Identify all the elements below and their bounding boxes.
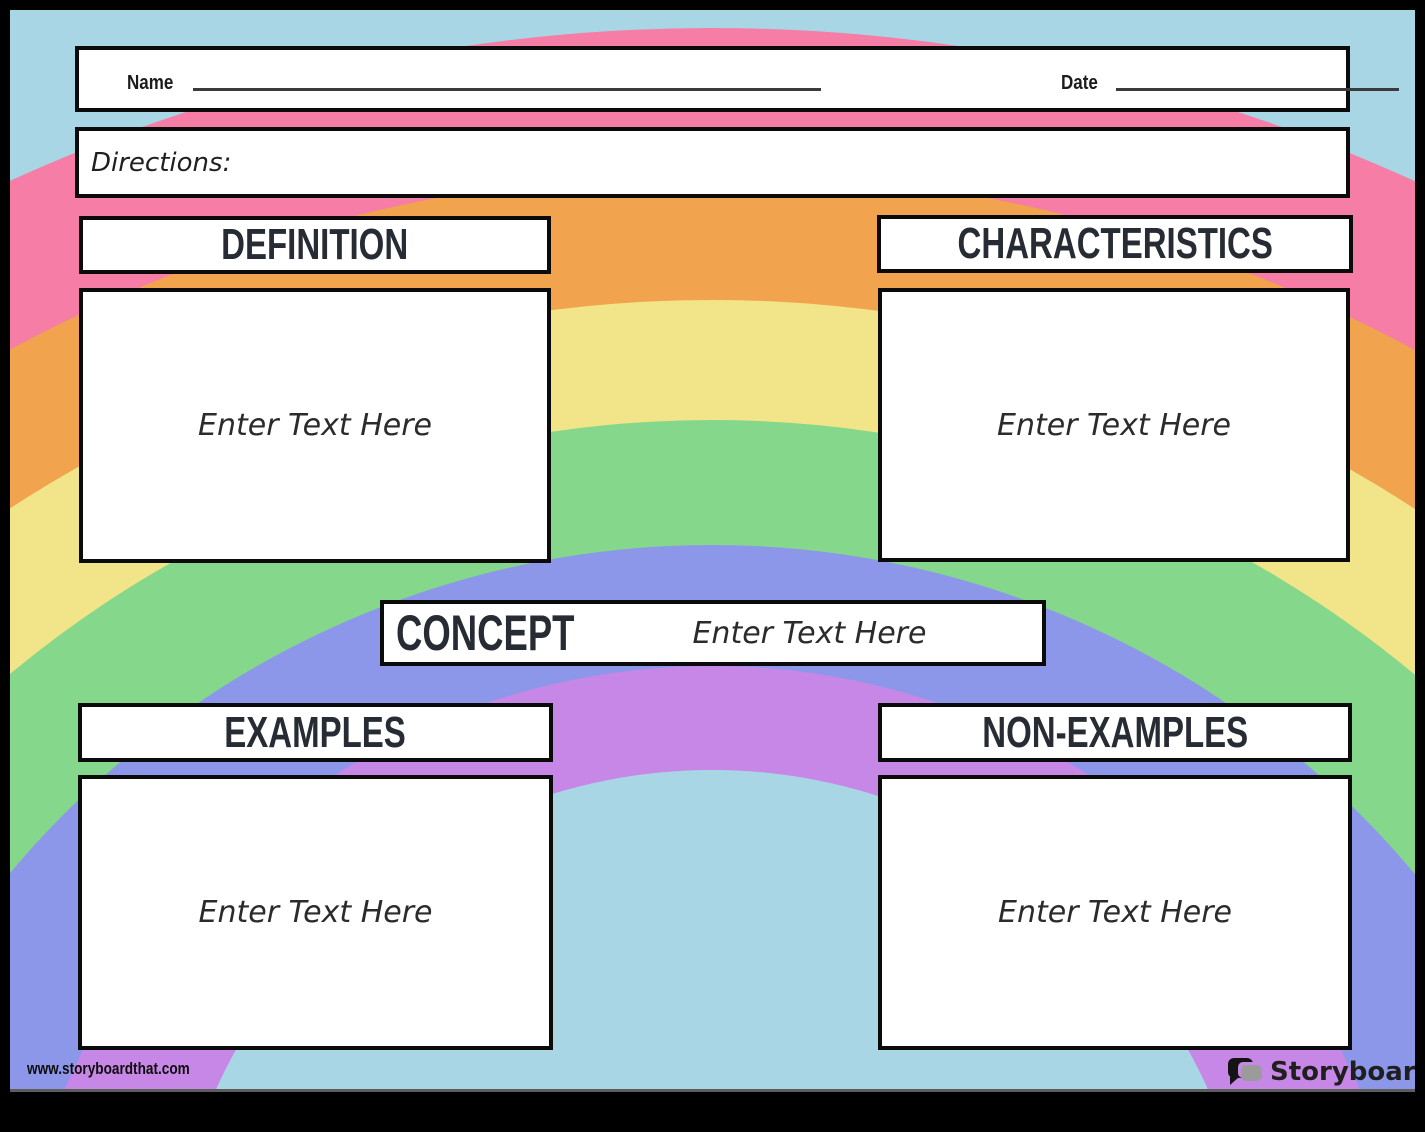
concept-text-entry[interactable]: Enter Text Here [692, 615, 927, 651]
date-input-line[interactable] [1116, 88, 1400, 91]
directions-label: Directions: [91, 147, 232, 178]
name-label: Name [127, 72, 174, 94]
concept-bar: CONCEPT Enter Text Here [380, 600, 1046, 666]
examples-text-box[interactable]: Enter Text Here [78, 775, 553, 1050]
speech-bubbles-icon [1228, 1056, 1266, 1088]
non-examples-placeholder: Enter Text Here [998, 895, 1232, 930]
date-group: Date [1061, 72, 1400, 95]
examples-placeholder: Enter Text Here [198, 895, 433, 930]
characteristics-title: CHARACTERISTICS [957, 219, 1273, 268]
non-examples-text-box[interactable]: Enter Text Here [878, 775, 1352, 1050]
concept-title: CONCEPT [396, 605, 575, 661]
characteristics-header-box: CHARACTERISTICS [877, 215, 1353, 273]
website-url: www.storyboardthat.com [27, 1059, 190, 1078]
examples-title: EXAMPLES [224, 707, 407, 757]
non-examples-title: NON-EXAMPLES [982, 707, 1248, 757]
name-date-box: Name Date [75, 46, 1400, 112]
characteristics-placeholder: Enter Text Here [997, 407, 1231, 443]
logo-text-storyboard: Storyboard [1270, 1057, 1425, 1087]
speech-bubble-gray-icon [1241, 1065, 1262, 1081]
definition-title: DEFINITION [221, 220, 409, 269]
storyboardthat-logo: StoryboardThat [1228, 1056, 1425, 1088]
logo-wordmark: StoryboardThat [1270, 1057, 1425, 1087]
name-input-line[interactable] [193, 88, 822, 91]
definition-text-box[interactable]: Enter Text Here [79, 288, 551, 563]
characteristics-text-box[interactable]: Enter Text Here [878, 288, 1350, 562]
definition-header-box: DEFINITION [79, 216, 551, 274]
frame-shadow-line [10, 1089, 1415, 1092]
examples-header-box: EXAMPLES [78, 703, 553, 762]
date-label: Date [1061, 72, 1098, 94]
non-examples-header-box: NON-EXAMPLES [878, 703, 1352, 762]
directions-box[interactable]: Directions: [75, 127, 1350, 198]
definition-placeholder: Enter Text Here [198, 408, 432, 443]
